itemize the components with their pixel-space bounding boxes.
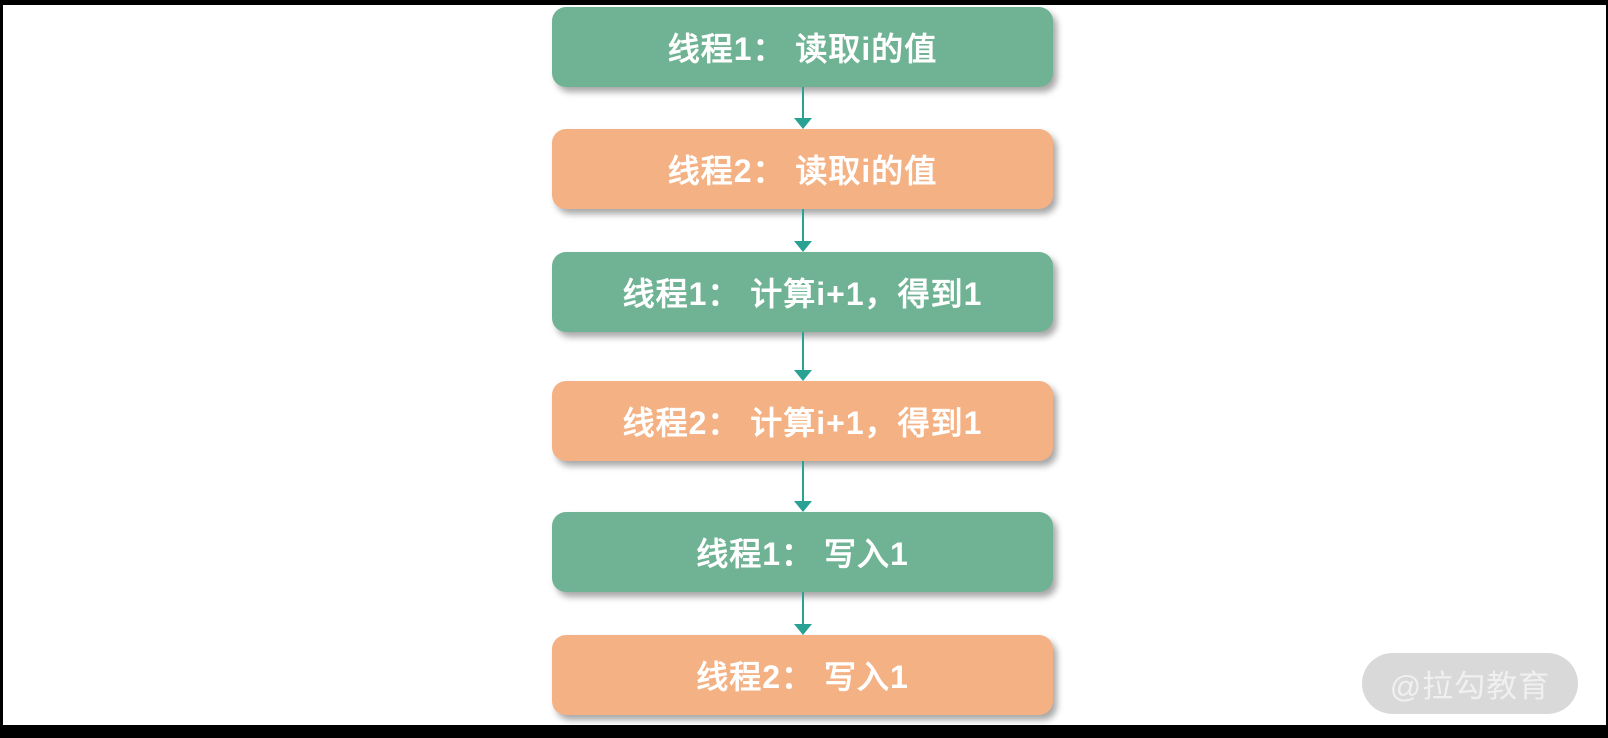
- flow-step-thread2-read: 线程2： 读取i的值: [552, 129, 1053, 209]
- arrow-shaft: [802, 461, 804, 501]
- flow-step-thread1-compute: 线程1： 计算i+1，得到1: [552, 252, 1053, 332]
- arrow-head-icon: [794, 118, 812, 129]
- flow-step-thread1-read: 线程1： 读取i的值: [552, 7, 1053, 87]
- arrow-head-icon: [794, 370, 812, 381]
- arrow-shaft: [802, 592, 804, 624]
- flow-step-thread1-write: 线程1： 写入1: [552, 512, 1053, 592]
- flow-step-thread2-compute: 线程2： 计算i+1，得到1: [552, 381, 1053, 461]
- arrow-shaft: [802, 87, 804, 118]
- arrow-head-icon: [794, 501, 812, 512]
- flow-step-thread2-write: 线程2： 写入1: [552, 635, 1053, 715]
- flow-step-label: 线程2： 计算i+1，得到1: [622, 405, 983, 441]
- flow-step-label: 线程1： 计算i+1，得到1: [622, 276, 983, 312]
- flow-step-label: 线程1： 写入1: [696, 536, 909, 572]
- slide-canvas: 线程1： 读取i的值 线程2： 读取i的值 线程1： 计算i+1，得到1 线程2…: [3, 5, 1606, 725]
- arrow-shaft: [802, 332, 804, 370]
- flow-step-label: 线程2： 写入1: [696, 659, 909, 695]
- flow-step-label: 线程2： 读取i的值: [667, 153, 938, 189]
- arrow-head-icon: [794, 624, 812, 635]
- thread-race-flowchart: 线程1： 读取i的值 线程2： 读取i的值 线程1： 计算i+1，得到1 线程2…: [3, 5, 1606, 725]
- flow-step-label: 线程1： 读取i的值: [667, 31, 938, 67]
- arrow-shaft: [802, 209, 804, 241]
- watermark-text: @拉勾教育: [1389, 669, 1551, 704]
- watermark-badge: @拉勾教育: [1362, 653, 1578, 714]
- arrow-head-icon: [794, 241, 812, 252]
